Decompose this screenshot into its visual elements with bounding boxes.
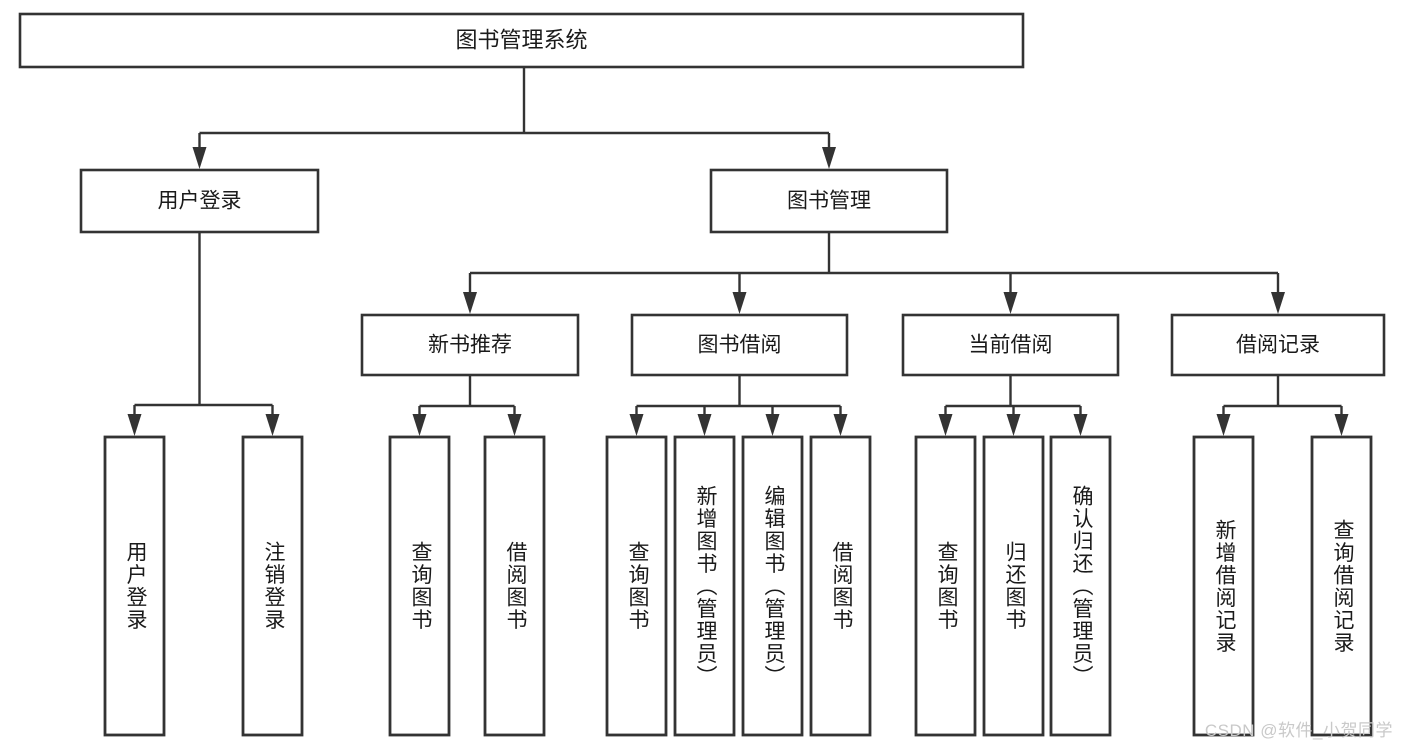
node-box-book-manage[interactable] <box>709 168 949 234</box>
node-box-layer <box>18 12 1386 737</box>
node-label-new-book-recommend: 新书推荐 <box>428 334 512 357</box>
conn-borrow-record <box>1216 375 1349 436</box>
conn-user-login <box>127 232 280 436</box>
conn-book-borrow <box>629 375 848 436</box>
connector-arrow-2 <box>765 414 780 436</box>
connector-layer <box>127 67 1349 436</box>
node-box-leaf-query-book-recommend[interactable] <box>388 435 451 737</box>
conn-root <box>192 67 836 169</box>
node-label-book-borrow: 图书借阅 <box>698 334 782 357</box>
node-box-leaf-borrow-book-recommend[interactable] <box>483 435 546 737</box>
connector-arrow-0 <box>463 292 477 314</box>
node-box-leaf-confirm-return-admin[interactable] <box>1049 435 1112 737</box>
node-label-current-borrow: 当前借阅 <box>969 334 1053 357</box>
watermark-text: CSDN @软件_小贺同学 <box>1204 721 1393 740</box>
node-box-leaf-query-book[interactable] <box>605 435 668 737</box>
node-label-root: 图书管理系统 <box>455 27 587 52</box>
connector-arrow-0 <box>629 414 644 436</box>
connector-arrow-1 <box>1334 414 1349 436</box>
node-box-leaf-edit-book-admin[interactable] <box>741 435 804 737</box>
node-box-leaf-query-book-current[interactable] <box>914 435 977 737</box>
connector-arrow-1 <box>507 414 522 436</box>
node-box-leaf-add-book-admin[interactable] <box>673 435 736 737</box>
node-label-book-manage: 图书管理 <box>787 190 871 213</box>
connector-arrow-1 <box>697 414 712 436</box>
node-box-leaf-user-login[interactable] <box>103 435 166 737</box>
connector-arrow-2 <box>1003 292 1018 314</box>
connector-arrow-2 <box>1073 414 1088 436</box>
node-box-book-borrow[interactable] <box>630 313 849 377</box>
connector-arrow-0 <box>192 147 207 169</box>
connector-arrow-0 <box>412 414 427 436</box>
connector-arrow-0 <box>127 414 142 436</box>
node-label-borrow-record: 借阅记录 <box>1236 334 1320 357</box>
connector-arrow-1 <box>822 147 836 169</box>
node-box-leaf-borrow-book[interactable] <box>809 435 872 737</box>
connector-arrow-1 <box>265 414 280 436</box>
node-box-leaf-query-borrow-record[interactable] <box>1310 435 1373 737</box>
connector-arrow-0 <box>1216 414 1231 436</box>
connector-arrow-3 <box>833 414 848 436</box>
node-box-new-book-recommend[interactable] <box>360 313 580 377</box>
node-box-leaf-add-borrow-record[interactable] <box>1192 435 1255 737</box>
connector-arrow-1 <box>1006 414 1021 436</box>
node-box-leaf-logout[interactable] <box>241 435 304 737</box>
node-box-current-borrow[interactable] <box>901 313 1120 377</box>
node-box-borrow-record[interactable] <box>1170 313 1386 377</box>
node-label-user-login: 用户登录 <box>158 190 242 213</box>
conn-new-book-recommend <box>412 375 522 436</box>
node-box-user-login[interactable] <box>79 168 320 234</box>
connector-arrow-0 <box>938 414 953 436</box>
node-box-leaf-return-book[interactable] <box>982 435 1045 737</box>
connector-arrow-3 <box>1271 292 1285 314</box>
node-box-root[interactable] <box>18 12 1025 69</box>
conn-current-borrow <box>938 375 1088 436</box>
conn-book-manage <box>463 232 1285 314</box>
connector-arrow-1 <box>732 292 747 314</box>
